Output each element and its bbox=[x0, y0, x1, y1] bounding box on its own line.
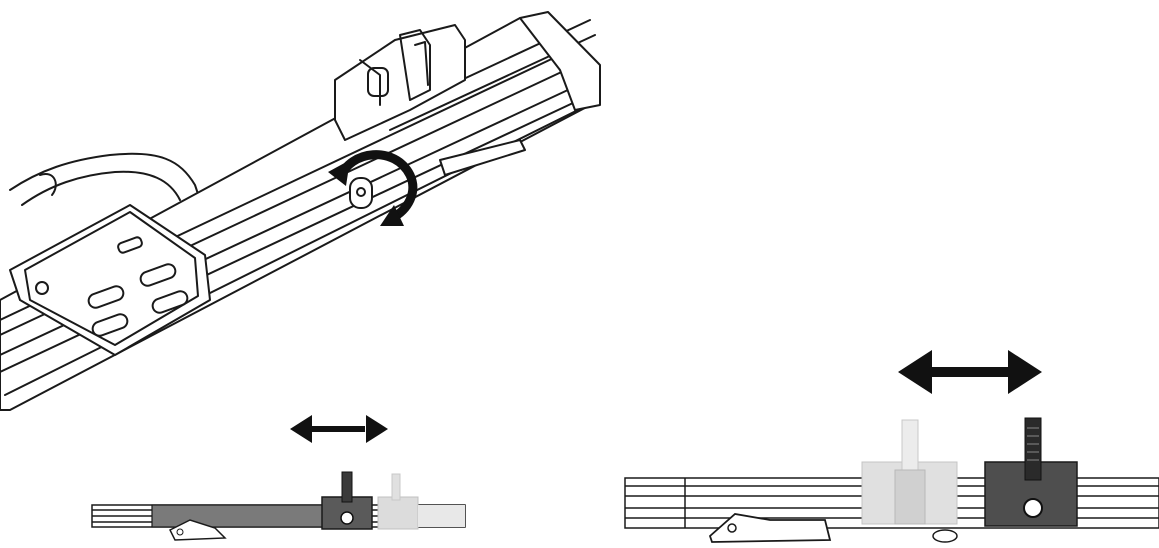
rail-side-large-panel bbox=[624, 350, 1159, 543]
rail-shaded-section bbox=[151, 504, 325, 528]
rotation-arrow-icon bbox=[328, 150, 418, 226]
ghost-clamp bbox=[377, 496, 419, 530]
rail-end-cap bbox=[519, 11, 601, 111]
rail-perspective-panel bbox=[0, 11, 601, 411]
double-arrow-icon bbox=[898, 350, 1042, 394]
double-arrow-icon bbox=[290, 415, 388, 443]
latch bbox=[168, 519, 227, 541]
latch-large bbox=[708, 513, 832, 543]
clamp-block bbox=[334, 24, 466, 141]
cable-loop bbox=[9, 152, 201, 201]
adjust-knob bbox=[349, 177, 373, 209]
rail-side-small-panel bbox=[91, 415, 466, 541]
